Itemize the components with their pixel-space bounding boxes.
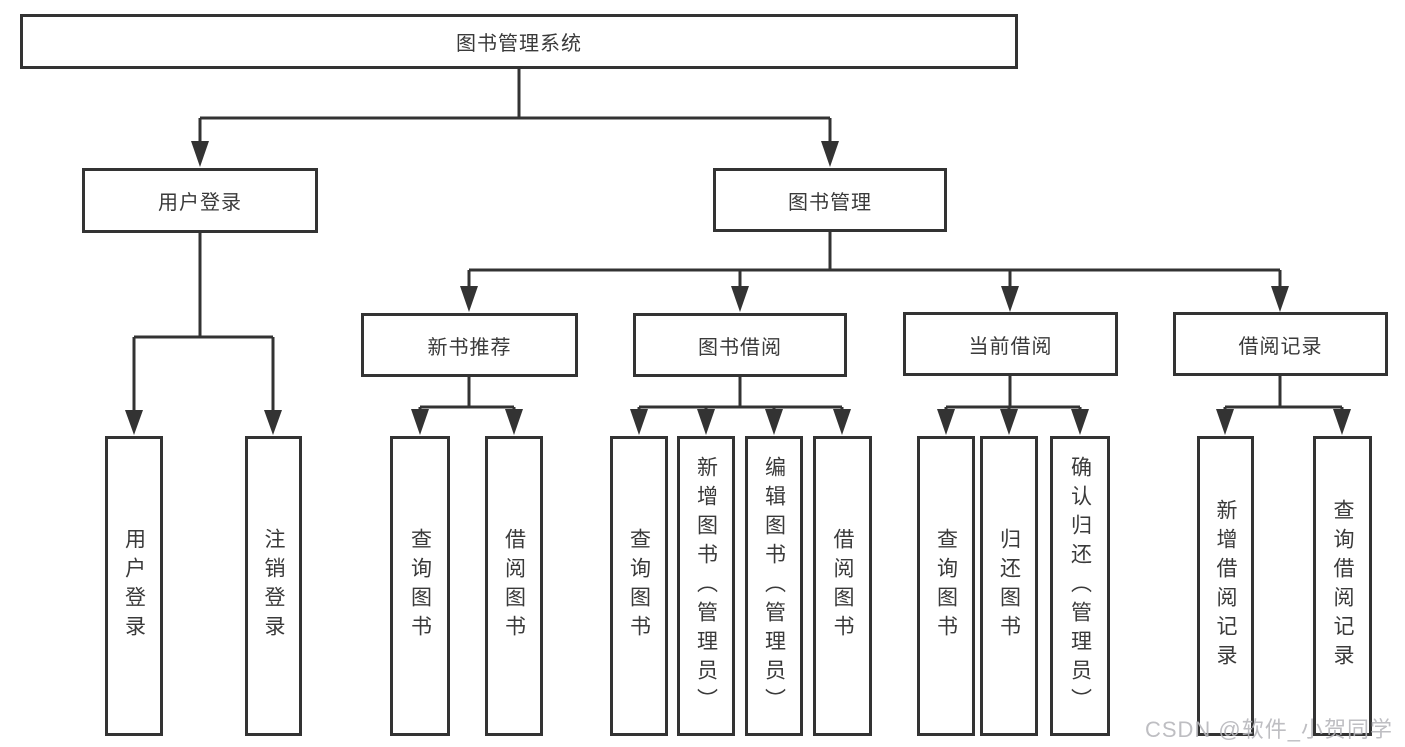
- leaf-bb-query-books: 查询图书: [610, 436, 668, 736]
- leaf-bb-borrow-books: 借阅图书: [813, 436, 872, 736]
- connector-bookmgmt-to-level3: [467, 232, 1282, 288]
- node-current-borrow: 当前借阅: [903, 312, 1118, 376]
- leaf-label: 注销登录: [262, 528, 285, 644]
- connector-records-to-leaves: [1223, 376, 1344, 410]
- leaf-logout: 注销登录: [245, 436, 302, 736]
- node-book-management: 图书管理: [713, 168, 947, 232]
- leaf-label: 查询图书: [627, 528, 651, 644]
- node-borrow-records: 借阅记录: [1173, 312, 1388, 376]
- leaf-nbr-query-books: 查询图书: [390, 436, 450, 736]
- leaf-label: 新增借阅记录: [1214, 499, 1237, 673]
- leaf-label: 新增图书（管理员）: [694, 455, 718, 717]
- leaf-label: 用户登录: [122, 528, 146, 644]
- connector-root-to-level2: [198, 69, 832, 143]
- leaf-label: 查询图书: [408, 528, 432, 644]
- leaf-label: 查询借阅记录: [1331, 499, 1354, 673]
- leaf-br-query-record: 查询借阅记录: [1313, 436, 1372, 736]
- leaf-label: 查询图书: [934, 528, 958, 644]
- leaf-cb-query-books: 查询图书: [917, 436, 975, 736]
- leaf-label: 确认归还（管理员）: [1068, 455, 1092, 717]
- leaf-user-login: 用户登录: [105, 436, 163, 736]
- node-user-login-branch: 用户登录: [82, 168, 318, 233]
- arrowheads: [125, 141, 1351, 435]
- leaf-label: 借阅图书: [502, 528, 526, 644]
- leaf-nbr-borrow-books: 借阅图书: [485, 436, 543, 736]
- leaf-label: 编辑图书（管理员）: [762, 455, 786, 717]
- csdn-watermark: CSDN @软件_小贺同学: [1144, 717, 1393, 742]
- node-book-borrow: 图书借阅: [633, 313, 847, 377]
- leaf-cb-confirm-return-admin: 确认归还（管理员）: [1050, 436, 1110, 736]
- leaf-bb-edit-books-admin: 编辑图书（管理员）: [745, 436, 803, 736]
- leaf-cb-return-books: 归还图书: [980, 436, 1038, 736]
- node-root: 图书管理系统: [20, 14, 1018, 69]
- leaf-label: 借阅图书: [831, 528, 854, 644]
- connector-newbook-to-leaves: [418, 377, 516, 410]
- connector-bookborrow-to-leaves: [637, 377, 844, 410]
- leaf-bb-add-books-admin: 新增图书（管理员）: [677, 436, 735, 736]
- leaf-label: 归还图书: [997, 528, 1021, 644]
- connector-userlogin-to-leaves: [132, 233, 275, 412]
- node-new-book-recommend: 新书推荐: [361, 313, 578, 377]
- connector-currentborrow-to-leaves: [944, 376, 1082, 410]
- leaf-br-add-record: 新增借阅记录: [1197, 436, 1254, 736]
